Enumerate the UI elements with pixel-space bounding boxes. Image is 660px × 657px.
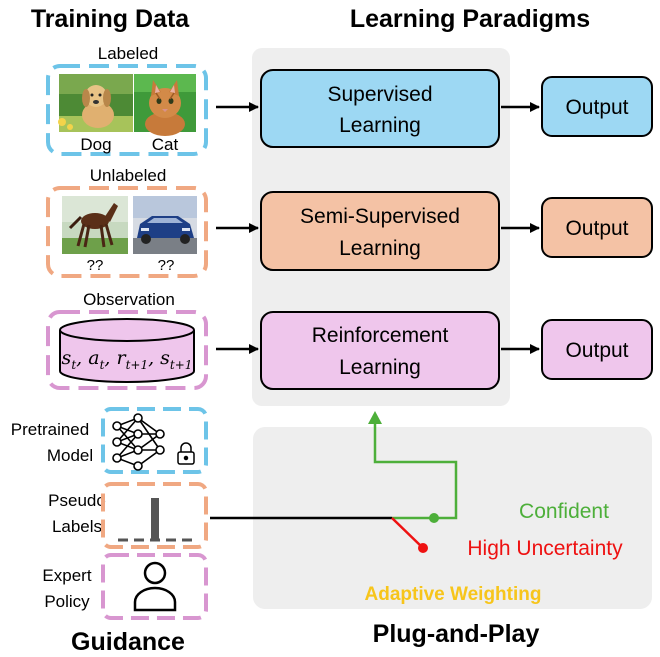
adaptive-weighting-label: Adaptive Weighting	[365, 584, 542, 605]
observation-label: Observation	[83, 290, 175, 309]
output-box-supervised	[541, 76, 653, 137]
supervised-learning-box	[260, 69, 500, 148]
pseudo-labels-frame	[101, 482, 208, 549]
lock-icon	[177, 442, 195, 465]
person-icon	[133, 561, 177, 612]
expert-line1: Expert	[42, 566, 91, 585]
high-uncertainty-label: High Uncertainty	[467, 537, 623, 560]
bar-chart-icon	[118, 498, 194, 542]
unlabeled-label: Unlabeled	[90, 166, 167, 185]
output-label-semi: Output	[565, 217, 628, 240]
semi-supervised-line1: Semi-Supervised	[300, 205, 460, 228]
confident-feedback-path	[373, 420, 458, 520]
labeled-label: Labeled	[98, 44, 159, 63]
supervised-line1: Supervised	[327, 83, 432, 106]
dog-image	[58, 74, 133, 132]
cat-image	[134, 74, 196, 136]
car-caption: ??	[158, 257, 175, 274]
supervised-line2: Learning	[339, 114, 421, 137]
output-box-rl	[541, 319, 653, 380]
semi-supervised-learning-box	[260, 191, 500, 271]
pretrained-line1: Pretrained	[11, 420, 89, 439]
cat-caption: Cat	[152, 135, 179, 154]
reinforcement-learning-box	[260, 311, 500, 390]
pseudo-line2: Labels	[52, 517, 102, 536]
training-data-header: Training Data	[31, 5, 190, 33]
neural-network-icon	[112, 413, 165, 471]
uncertain-branch	[391, 517, 424, 549]
uncertain-node	[418, 543, 428, 553]
output-label-rl: Output	[565, 339, 628, 362]
car-image	[133, 196, 197, 254]
pretrained-model-frame	[101, 407, 208, 474]
semi-supervised-line2: Learning	[339, 237, 421, 260]
expert-policy-frame	[101, 553, 208, 620]
guidance-header: Guidance	[71, 628, 185, 656]
confident-label: Confident	[519, 500, 609, 523]
unlabeled-frame	[46, 186, 208, 278]
pseudo-line1: Pseudo	[48, 491, 106, 510]
reinforcement-line1: Reinforcement	[312, 324, 449, 347]
horse-caption: ??	[87, 257, 104, 274]
reinforcement-line2: Learning	[339, 356, 421, 379]
expert-line2: Policy	[44, 592, 90, 611]
replay-buffer-cylinder	[59, 318, 195, 383]
learning-paradigms-header: Learning Paradigms	[350, 5, 590, 33]
transition-formula: st, at, rt+1, st+1	[62, 347, 193, 372]
dog-caption: Dog	[80, 135, 111, 154]
labeled-frame	[46, 64, 208, 156]
horse-image	[62, 196, 128, 254]
pretrained-line2: Model	[47, 446, 93, 465]
observation-frame	[46, 310, 208, 390]
plug-and-play-header: Plug-and-Play	[373, 620, 540, 648]
output-label-supervised: Output	[565, 96, 628, 119]
output-box-semi	[541, 197, 653, 258]
confident-arrowhead	[368, 411, 382, 424]
